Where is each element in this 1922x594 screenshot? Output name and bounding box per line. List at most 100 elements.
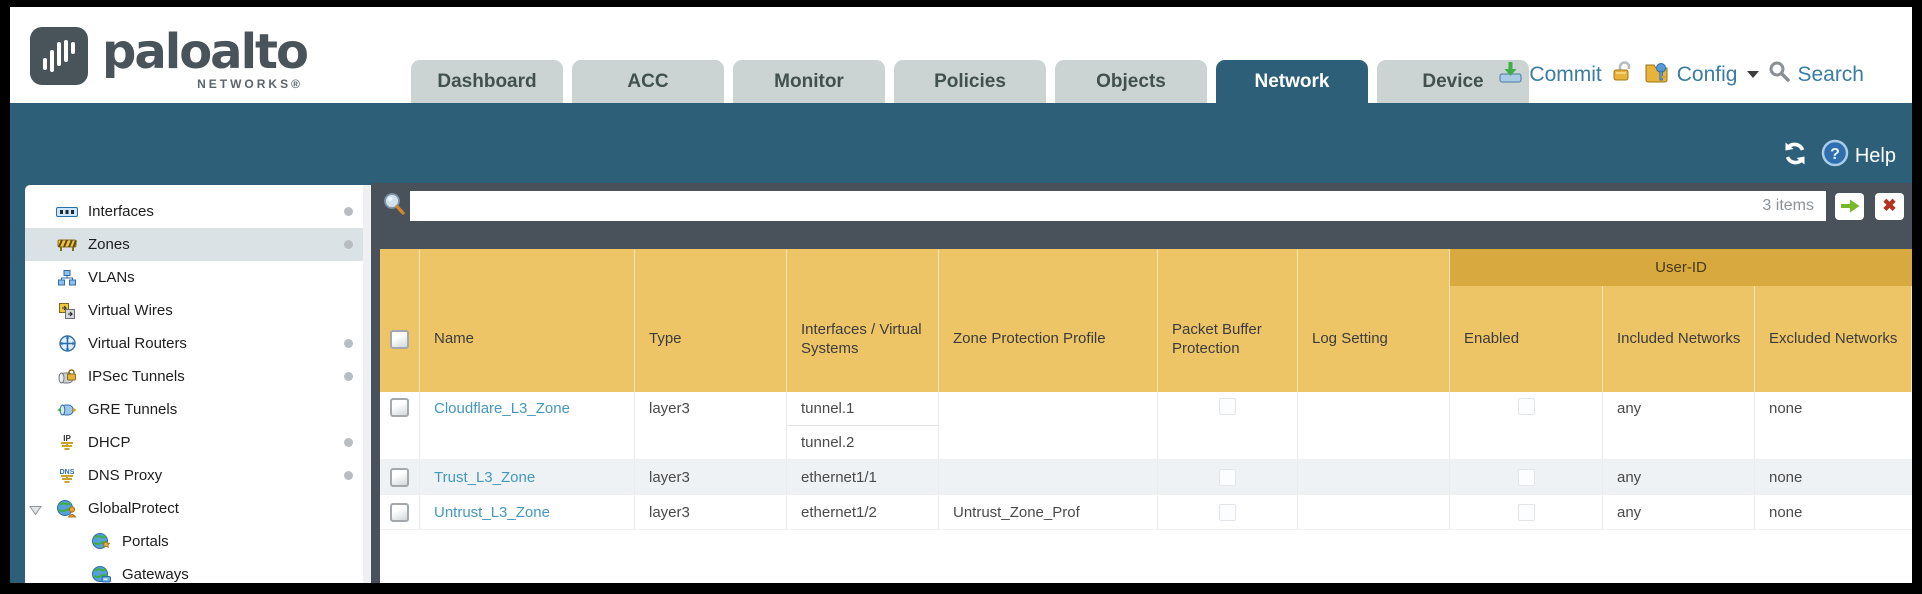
sidebar-item-label: Zones xyxy=(88,236,130,253)
zone-name-link[interactable]: Trust_L3_Zone xyxy=(434,468,536,486)
select-all-checkbox[interactable] xyxy=(390,329,409,349)
sidebar-item-dhcp[interactable]: IP DHCP xyxy=(25,426,363,459)
filter-row: 3 items ✖ xyxy=(380,190,1912,222)
paloalto-logo-icon xyxy=(30,27,88,85)
help-icon: ? xyxy=(1821,139,1849,173)
vlans-icon xyxy=(55,269,79,287)
expand-caret-icon[interactable] xyxy=(29,503,42,520)
header-cell-type[interactable]: Type xyxy=(635,249,787,392)
sidebar-item-label: GRE Tunnels xyxy=(88,401,178,418)
tab-policies[interactable]: Policies xyxy=(894,60,1046,103)
header-cell-zone-protection[interactable]: Zone Protection Profile xyxy=(939,249,1158,392)
row-select-checkbox[interactable] xyxy=(390,467,409,487)
tab-acc[interactable]: ACC xyxy=(572,60,724,103)
tab-objects[interactable]: Objects xyxy=(1055,60,1207,103)
sidebar-item-virtual-wires[interactable]: Virtual Wires xyxy=(25,294,363,327)
header-cell-interfaces[interactable]: Interfaces / Virtual Systems xyxy=(787,249,939,392)
cell-select xyxy=(380,495,420,529)
zone-name-link[interactable]: Cloudflare_L3_Zone xyxy=(434,400,570,417)
header-cell-packet-buffer[interactable]: Packet Buffer Protection xyxy=(1158,249,1298,392)
sidebar-item-ipsec-tunnels[interactable]: IPSec Tunnels xyxy=(25,360,363,393)
interface-entry: tunnel.2 xyxy=(801,434,855,451)
cell-interfaces: tunnel.1 tunnel.2 xyxy=(787,392,939,459)
cell-packet-buffer xyxy=(1158,392,1298,459)
cell-packet-buffer xyxy=(1158,495,1298,529)
config-label: Config xyxy=(1676,62,1738,86)
cell-zone-protection xyxy=(939,392,1158,459)
sidebar-item-label: Virtual Routers xyxy=(88,335,187,352)
sidebar-item-gateways[interactable]: Gateways xyxy=(25,558,363,583)
sidebar-item-globalprotect[interactable]: GlobalProtect xyxy=(25,492,363,525)
sidebar-item-gre-tunnels[interactable]: GRE Tunnels xyxy=(25,393,363,426)
refresh-icon[interactable] xyxy=(1781,140,1809,173)
commit-icon xyxy=(1498,60,1523,90)
cell-included-networks: any xyxy=(1603,460,1755,494)
user-id-group-header: User-ID xyxy=(1450,249,1912,286)
header-cell-log-setting[interactable]: Log Setting xyxy=(1298,249,1450,392)
cell-interfaces: ethernet1/2 xyxy=(787,495,939,529)
network-sidebar: Interfaces Zones VLANs Virtua xyxy=(25,185,371,583)
tab-network[interactable]: Network xyxy=(1216,60,1368,103)
table-row: Cloudflare_L3_Zone layer3 tunnel.1 tunne… xyxy=(380,392,1912,460)
header-cell-included-networks[interactable]: Included Networks xyxy=(1603,249,1755,392)
commit-button[interactable]: Commit xyxy=(1498,60,1602,90)
cell-type: layer3 xyxy=(635,392,787,459)
packet-buffer-checkbox xyxy=(1219,398,1236,415)
config-menu-button[interactable]: Config xyxy=(1644,59,1760,90)
paloalto-logo: paloalto NETWORKS® xyxy=(30,23,309,91)
user-id-enabled-checkbox xyxy=(1517,398,1535,415)
help-button[interactable]: ? Help xyxy=(1821,139,1896,173)
main-tabs: Dashboard ACC Monitor Policies Objects N… xyxy=(411,60,1529,103)
row-select-checkbox[interactable] xyxy=(390,502,409,522)
sidebar-item-portals[interactable]: Portals xyxy=(25,525,363,558)
clear-filter-button[interactable]: ✖ xyxy=(1875,192,1904,220)
main-area: Interfaces Zones VLANs Virtua xyxy=(10,183,1912,583)
cell-type: layer3 xyxy=(635,460,787,494)
global-search-button[interactable]: Search xyxy=(1768,60,1864,89)
brand-subname: NETWORKS® xyxy=(197,77,303,91)
sidebar-item-virtual-routers[interactable]: Virtual Routers xyxy=(25,327,363,360)
top-bar: paloalto NETWORKS® Dashboard ACC Monitor… xyxy=(10,7,1912,103)
sidebar-item-vlans[interactable]: VLANs xyxy=(25,261,363,294)
cell-excluded-networks: none xyxy=(1769,503,1803,521)
sidebar-item-interfaces[interactable]: Interfaces xyxy=(25,195,363,228)
help-label: Help xyxy=(1854,144,1896,167)
sidebar-item-label: GlobalProtect xyxy=(88,500,179,517)
tab-monitor[interactable]: Monitor xyxy=(733,60,885,103)
zones-table: Name Type Interfaces / Virtual Systems Z… xyxy=(380,249,1912,583)
apply-filter-button[interactable] xyxy=(1835,192,1864,220)
search-label: Search xyxy=(1797,62,1864,86)
filter-input[interactable] xyxy=(410,191,1826,221)
cell-enabled xyxy=(1450,460,1603,494)
cell-log-setting xyxy=(1298,392,1450,459)
sidebar-item-label: Virtual Wires xyxy=(88,302,173,319)
dns-proxy-icon: DNS xyxy=(55,467,79,485)
zone-name-link[interactable]: Untrust_L3_Zone xyxy=(434,503,550,521)
lock-icon[interactable] xyxy=(1611,60,1635,90)
header-cell-name[interactable]: Name xyxy=(420,249,635,392)
status-dot xyxy=(344,339,353,348)
table-row: Trust_L3_Zone layer3 ethernet1/1 any non… xyxy=(380,460,1912,495)
top-utilities: Commit Config xyxy=(1498,59,1864,90)
sidebar-item-zones[interactable]: Zones xyxy=(25,228,363,261)
sidebar-item-label: Interfaces xyxy=(88,203,154,220)
status-dot xyxy=(344,438,353,447)
header-cell-excluded-networks[interactable]: Excluded Networks xyxy=(1755,249,1912,392)
packet-buffer-checkbox xyxy=(1219,468,1236,486)
cell-log-setting xyxy=(1298,495,1450,529)
header-cell-enabled[interactable]: Enabled xyxy=(1450,249,1603,392)
cell-name: Untrust_L3_Zone xyxy=(420,495,635,529)
cell-excluded-networks: none xyxy=(1769,400,1803,417)
config-icon xyxy=(1644,59,1671,90)
banner-actions: ? Help xyxy=(1781,139,1896,173)
sidebar-item-dns-proxy[interactable]: DNS DNS Proxy xyxy=(25,459,363,492)
row-select-checkbox[interactable] xyxy=(390,398,409,417)
tab-dashboard[interactable]: Dashboard xyxy=(411,60,563,103)
cell-name: Trust_L3_Zone xyxy=(420,460,635,494)
virtual-routers-icon xyxy=(55,335,79,353)
paloalto-logo-text: paloalto NETWORKS® xyxy=(102,23,309,91)
cell-included-networks: any xyxy=(1603,392,1755,459)
dhcp-icon: IP xyxy=(55,434,79,452)
sidebar-item-label: DNS Proxy xyxy=(88,467,163,484)
tab-device[interactable]: Device xyxy=(1377,60,1529,103)
